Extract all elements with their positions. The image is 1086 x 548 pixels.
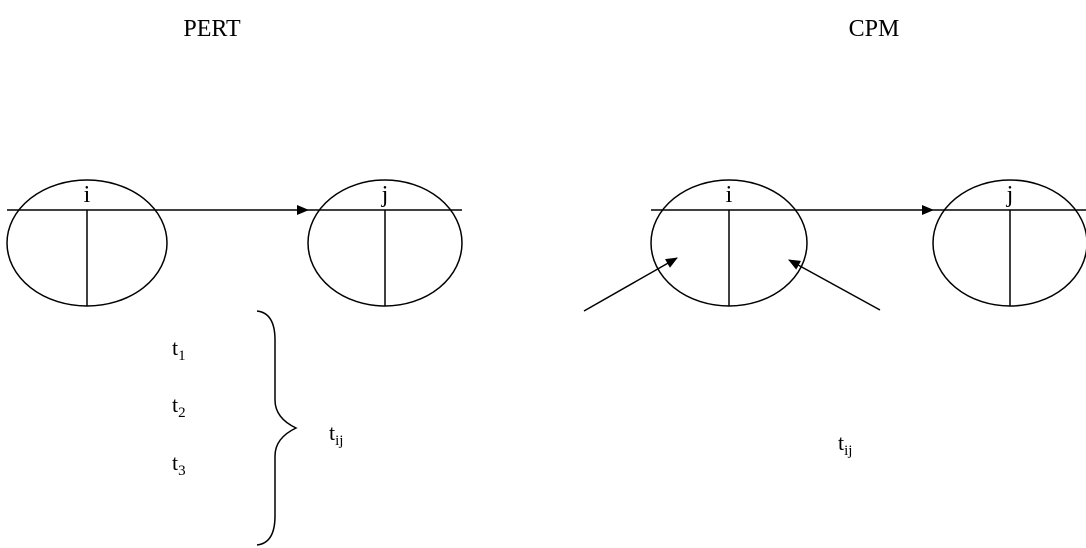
cpm-result-sub: ij <box>844 443 852 459</box>
cpm-result-time: tij <box>838 430 852 459</box>
pert-title: PERT <box>183 16 241 42</box>
cpm-title: CPM <box>849 16 900 42</box>
pert-node-i: i <box>6 179 168 307</box>
cpm-node-i-label: i <box>726 182 733 208</box>
cpm-incoming-arrow-right <box>788 259 881 311</box>
pert-time-2-sub: 2 <box>178 405 186 421</box>
pert-time-3: t3 <box>172 450 186 479</box>
pert-result-time: tij <box>329 420 343 449</box>
cpm-node-j-label: j <box>1006 182 1014 208</box>
pert-section: PERT i j t1 t2 t3 tij <box>6 16 463 546</box>
pert-time-1-sub: 1 <box>178 348 186 364</box>
pert-node-j-label: j <box>381 182 389 208</box>
pert-time-3-base: t <box>172 450 178 475</box>
pert-time-1-base: t <box>172 335 178 360</box>
cpm-node-j: j <box>932 179 1086 307</box>
pert-node-j: j <box>307 179 463 307</box>
pert-time-2-base: t <box>172 392 178 417</box>
cpm-result-base: t <box>838 430 844 455</box>
pert-time-3-sub: 3 <box>178 463 186 479</box>
cpm-section: CPM i j tij <box>583 16 1086 459</box>
pert-result-base: t <box>329 420 335 445</box>
pert-node-i-label: i <box>84 182 91 208</box>
pert-result-sub: ij <box>335 433 343 449</box>
pert-time-1: t1 <box>172 335 186 364</box>
pert-curly-brace <box>256 310 298 546</box>
cpm-node-i: i <box>650 179 808 307</box>
pert-time-2: t2 <box>172 392 186 421</box>
cpm-incoming-arrow-left <box>583 257 678 312</box>
